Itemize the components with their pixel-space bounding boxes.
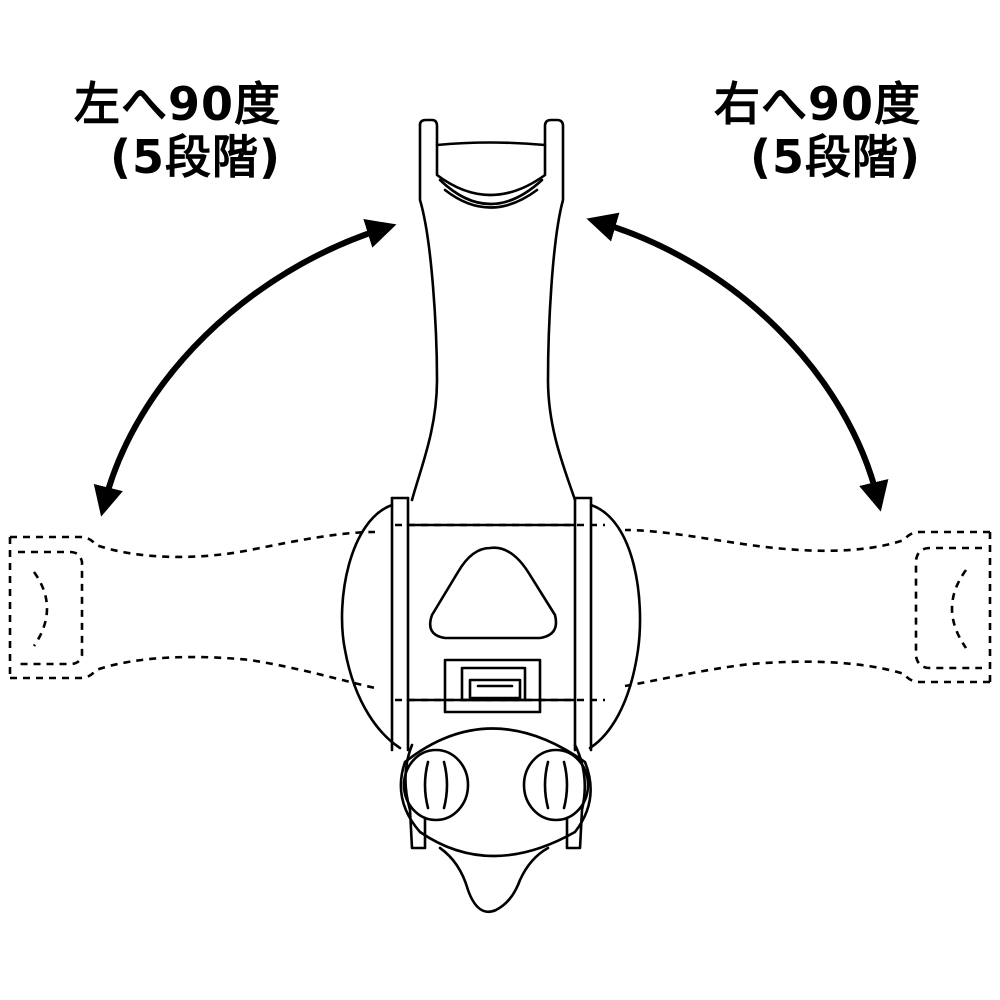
mount-tab [438,846,550,914]
right-screw-hole [522,748,590,822]
rotate-left-steps-text: (5段階) [110,129,282,184]
rotate-right-steps-text: (5段階) [750,129,922,184]
right-rotation-arrow [586,212,889,512]
left-arm-dashed-outline [8,530,376,690]
left-screw-hole [402,748,470,822]
rotate-left-angle-text: 左へ90度 [74,77,282,131]
rotate-left-label: 左へ90度 (5段階) [55,78,281,184]
rotate-right-angle-text: 右へ90度 [714,77,922,131]
right-arm-dashed-outline [624,528,992,688]
rotate-right-label: 右へ90度 (5段階) [692,78,921,184]
left-rotation-arrow [93,219,397,517]
lock-slot [443,658,542,714]
vertical-arm [410,118,577,502]
mount-head [399,727,592,914]
triangle-window [428,546,558,640]
